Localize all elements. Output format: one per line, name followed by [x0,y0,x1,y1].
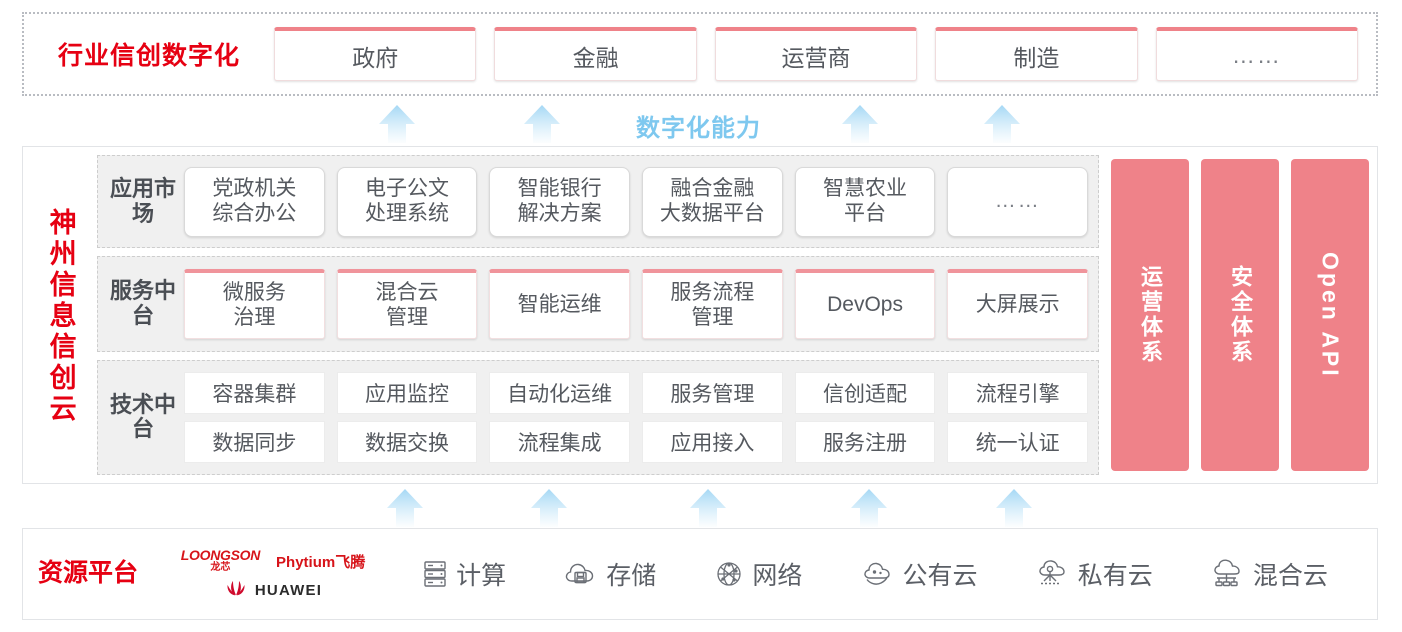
pillar-open-api[interactable]: Open API [1291,159,1369,471]
resource-item-private-cloud[interactable]: 私有云 [1036,556,1153,592]
layer-label-tech-platform: 技术中台 [109,391,176,442]
tech-item-automated-ops[interactable]: 自动化运维 [489,371,631,414]
resource-item-storage[interactable]: 存储 [564,556,656,592]
up-arrow-icon [383,488,427,528]
tech-item-data-exchange[interactable]: 数据交换 [336,420,478,463]
industry-band-title: 行业信创数字化 [57,42,240,70]
cloud-pillar-list: 运营体系 安全体系 Open API [1109,155,1369,475]
pillar-open-api-label: Open API [1317,251,1344,379]
cloud-panel-title-text: 神州信息信创云 [45,207,76,425]
server-icon [422,559,448,589]
cloud-layer-list: 应用市场 党政机关综合办公 电子公文处理系统 智能银行解决方案 融合金融大数据平… [97,155,1099,475]
hybrid-cloud-icon [1211,559,1245,589]
pillar-operations-label: 运营体系 [1138,265,1163,365]
vendor-logo-list: LOONGSON 龙芯 Phytium飞腾 HUAWEI [153,548,393,601]
app-item-smart-bank[interactable]: 智能银行解决方案 [489,166,631,237]
service-item-dashboard[interactable]: 大屏展示 [947,269,1089,340]
up-arrow-icon [847,488,891,528]
layer-service-platform: 服务中台 微服务治理 混合云管理 智能运维 服务流程管理 DevOps 大屏展示 [97,256,1099,352]
capability-arrow-strip-bottom [0,486,1402,528]
industry-box-finance[interactable]: 金融 [494,27,697,81]
tech-platform-row-2: 数据同步 数据交换 流程集成 应用接入 服务注册 统一认证 [184,420,1089,463]
capability-arrow-strip-top: 数字化能力 [0,102,1402,144]
loongson-logo-cn: 龙芯 [210,561,231,573]
resource-item-storage-label: 存储 [606,562,657,590]
resource-item-hybrid-cloud-label: 混合云 [1252,562,1328,590]
service-item-smart-ops[interactable]: 智能运维 [489,269,631,340]
up-arrow-icon [686,488,730,528]
industry-box-government[interactable]: 政府 [274,27,477,81]
up-arrow-icon [527,488,571,528]
tech-item-container-cluster[interactable]: 容器集群 [184,371,325,414]
loongson-logo-en: LOONGSON [180,546,261,563]
phytium-logo: Phytium飞腾 [276,553,366,571]
loongson-logo: LOONGSON 龙芯 [180,546,261,573]
tech-platform-row-1: 容器集群 应用监控 自动化运维 服务管理 信创适配 流程引擎 [184,371,1089,414]
industry-box-list: 政府 金融 运营商 制造 …… [274,27,1376,81]
industry-box-carrier[interactable]: 运营商 [714,27,918,81]
cloud-panel-title: 神州信息信创云 [23,147,97,483]
resource-item-network-label: 网络 [752,562,803,590]
public-cloud-icon [861,560,895,588]
layer-label-app-market: 应用市场 [109,176,176,226]
up-arrow-icon [375,104,419,144]
industry-box-manufacturing[interactable]: 制造 [935,27,1138,81]
tech-platform-item-list: 容器集群 应用监控 自动化运维 服务管理 信创适配 流程引擎 数据同步 数据交换… [178,371,1089,463]
resource-item-private-cloud-label: 私有云 [1077,562,1153,590]
network-icon [714,559,744,589]
tech-item-data-sync[interactable]: 数据同步 [184,420,325,463]
resource-item-public-cloud-label: 公有云 [902,562,978,590]
resource-item-public-cloud[interactable]: 公有云 [861,556,978,592]
huawei-flower-icon [224,580,248,601]
tech-item-app-access[interactable]: 应用接入 [642,420,783,463]
service-platform-item-list: 微服务治理 混合云管理 智能运维 服务流程管理 DevOps 大屏展示 [178,269,1089,340]
service-item-process-mgmt[interactable]: 服务流程管理 [642,269,783,340]
pillar-security-label: 安全体系 [1228,265,1253,365]
cloud-panel-body: 应用市场 党政机关综合办公 电子公文处理系统 智能银行解决方案 融合金融大数据平… [97,147,1377,483]
pillar-security-system[interactable]: 安全体系 [1201,159,1279,471]
resource-item-network[interactable]: 网络 [714,556,802,592]
resource-item-list: 计算 存储 [393,556,1377,592]
vendor-logo-row-1: LOONGSON 龙芯 Phytium飞腾 [181,548,365,573]
app-market-item-list: 党政机关综合办公 电子公文处理系统 智能银行解决方案 融合金融大数据平台 智慧农… [178,166,1089,237]
tech-item-xinchuang-adaptation[interactable]: 信创适配 [794,371,936,414]
service-item-devops[interactable]: DevOps [794,269,936,340]
cloud-panel: 神州信息信创云 应用市场 党政机关综合办公 电子公文处理系统 智能银行解决方案 … [22,146,1378,484]
pillar-operations-system[interactable]: 运营体系 [1111,159,1189,471]
layer-tech-platform: 技术中台 容器集群 应用监控 自动化运维 服务管理 信创适配 流程引擎 数据同步… [97,359,1099,475]
resource-panel: 资源平台 LOONGSON 龙芯 Phytium飞腾 HUAWEI [22,528,1378,620]
tech-item-service-mgmt[interactable]: 服务管理 [642,371,783,414]
resource-item-compute[interactable]: 计算 [422,556,506,592]
up-arrow-icon [980,104,1024,144]
app-item-edoc-system[interactable]: 电子公文处理系统 [336,166,478,237]
resource-item-compute-label: 计算 [456,562,507,590]
service-item-microservice-governance[interactable]: 微服务治理 [184,269,325,340]
tech-item-process-integration[interactable]: 流程集成 [489,420,631,463]
capability-label: 数字化能力 [636,115,761,142]
app-item-smart-agriculture[interactable]: 智慧农业平台 [794,166,936,237]
resource-item-hybrid-cloud[interactable]: 混合云 [1211,556,1328,592]
industry-box-more[interactable]: …… [1155,27,1359,81]
layer-app-market: 应用市场 党政机关综合办公 电子公文处理系统 智能银行解决方案 融合金融大数据平… [97,155,1099,249]
tech-item-process-engine[interactable]: 流程引擎 [947,371,1089,414]
storage-cloud-icon [564,560,598,588]
industry-band: 行业信创数字化 政府 金融 运营商 制造 …… [22,12,1378,96]
app-item-govt-office[interactable]: 党政机关综合办公 [184,166,325,237]
service-item-hybrid-cloud-mgmt[interactable]: 混合云管理 [336,269,478,340]
tech-item-unified-auth[interactable]: 统一认证 [947,420,1089,463]
up-arrow-icon [838,104,882,144]
app-item-more[interactable]: …… [947,166,1089,237]
private-cloud-icon [1036,559,1070,589]
layer-label-service-platform: 服务中台 [109,278,176,329]
huawei-logo: HUAWEI [224,580,322,601]
tech-item-service-registry[interactable]: 服务注册 [794,420,936,463]
resource-panel-title: 资源平台 [37,559,138,588]
up-arrow-icon [992,488,1036,528]
huawei-logo-text: HUAWEI [254,581,323,599]
up-arrow-icon [520,104,564,144]
tech-item-app-monitoring[interactable]: 应用监控 [336,371,478,414]
app-item-fintech-bigdata[interactable]: 融合金融大数据平台 [642,166,783,237]
